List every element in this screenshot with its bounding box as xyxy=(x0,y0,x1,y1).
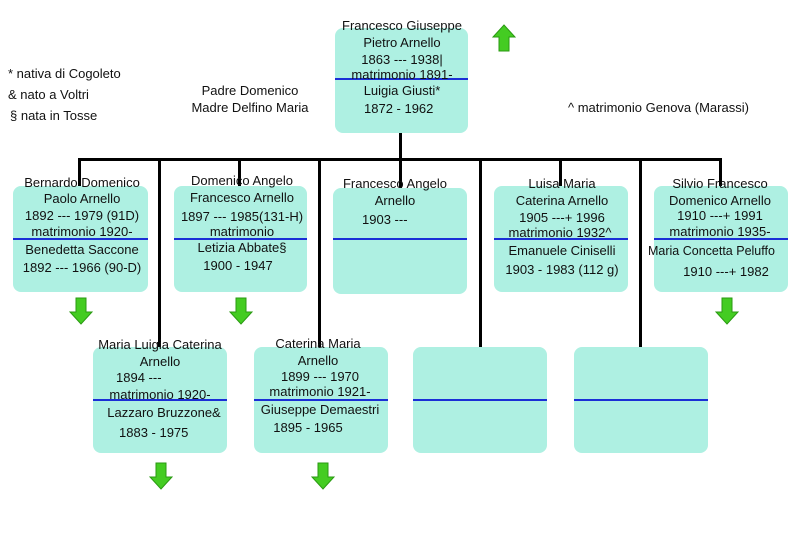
root-marriage: matrimonio 1891- xyxy=(351,67,453,82)
child1-marriage: matrimonio 1920- xyxy=(31,224,133,239)
child6-dates: 1894 --- xyxy=(116,370,162,385)
child4-marriage: matrimonio 1932^ xyxy=(508,225,612,240)
child7-dates: 1899 --- 1970 xyxy=(280,369,360,384)
child6-spouse: Lazzaro Bruzzone& xyxy=(107,405,221,420)
child7-marriage: matrimonio 1921- xyxy=(269,384,371,399)
drop-line-8 xyxy=(639,158,642,348)
child2-marriage: matrimonio xyxy=(209,224,275,239)
child2-name-line1: Domenico Angelo xyxy=(191,173,293,188)
marriage-separator xyxy=(93,399,227,401)
child4-name-line1: Luisa Maria xyxy=(528,176,596,191)
child-box-8[interactable] xyxy=(413,347,547,453)
child2-spouse-dates: 1900 - 1947 xyxy=(203,258,273,273)
child6-name-line2: Arnello xyxy=(139,354,181,369)
child1-name-line1: Bernardo Domenico xyxy=(24,175,140,190)
child1-spouse-dates: 1892 --- 1966 (90-D) xyxy=(22,260,142,275)
child7-name-line1: Caterina Maria xyxy=(275,336,361,351)
child4-dates: 1905 ---+ 1996 xyxy=(519,210,605,225)
child-box-3[interactable] xyxy=(333,188,467,294)
drop-line-4 xyxy=(318,158,321,348)
child5-name-line2: Domenico Arnello xyxy=(669,193,771,208)
child1-name-line2: Paolo Arnello xyxy=(43,191,121,206)
child7-spouse-dates: 1895 - 1965 xyxy=(273,420,343,435)
child6-name-line1: Maria Luigia Caterina xyxy=(98,337,222,352)
child4-spouse: Emanuele Ciniselli xyxy=(508,243,616,258)
marriage-separator xyxy=(335,78,468,80)
child2-dates: 1897 --- 1985(131-H) xyxy=(180,209,304,224)
child-box-5[interactable] xyxy=(654,186,788,292)
legend-item: * nativa di Cogoleto xyxy=(8,66,121,81)
expand-down-arrow-icon[interactable] xyxy=(229,297,253,325)
child-box-7[interactable] xyxy=(254,347,388,453)
marriage-separator xyxy=(254,399,388,401)
child5-spouse-dates: 1910 ---+ 1982 xyxy=(683,264,769,279)
child4-spouse-dates: 1903 - 1983 (112 g) xyxy=(505,262,619,277)
expand-up-arrow-icon[interactable] xyxy=(492,24,516,52)
root-spouse-dates: 1872 - 1962 xyxy=(364,101,434,116)
child6-marriage: matrimonio 1920- xyxy=(109,387,211,402)
marriage-separator xyxy=(13,238,148,240)
child7-spouse: Giuseppe Demaestri xyxy=(260,402,380,417)
child-box-2[interactable] xyxy=(174,186,307,292)
marriage-location-note: ^ matrimonio Genova (Marassi) xyxy=(568,100,749,115)
expand-down-arrow-icon[interactable] xyxy=(69,297,93,325)
parent-mother: Madre Delfino Maria xyxy=(191,100,309,115)
drop-line-2 xyxy=(158,158,161,348)
drop-line-7 xyxy=(559,158,562,186)
child6-spouse-dates: 1883 - 1975 xyxy=(119,425,189,440)
child7-name-line2: Arnello xyxy=(297,353,339,368)
expand-down-arrow-icon[interactable] xyxy=(149,462,173,490)
drop-line-3 xyxy=(238,158,241,186)
child5-marriage: matrimonio 1935- xyxy=(669,224,771,239)
legend-item: § nata in Tosse xyxy=(10,108,98,123)
child5-name-line1: Silvio Francesco xyxy=(672,176,768,191)
child-box-4[interactable] xyxy=(494,186,628,292)
parent-father: Padre Domenico xyxy=(201,83,299,98)
marriage-separator xyxy=(494,238,628,240)
child-box-9[interactable] xyxy=(574,347,708,453)
root-spouse: Luigia Giusti* xyxy=(363,83,441,98)
marriage-separator xyxy=(413,399,547,401)
child4-name-line2: Caterina Arnello xyxy=(515,193,609,208)
legend-item: & nato a Voltri xyxy=(8,87,89,102)
root-dates: 1863 --- 1938| xyxy=(361,52,443,67)
marriage-separator xyxy=(654,238,788,240)
child1-dates: 1892 --- 1979 (91D) xyxy=(24,208,140,223)
child-box-1[interactable] xyxy=(13,186,148,292)
root-name-line2: Pietro Arnello xyxy=(363,35,441,50)
child5-spouse: Maria Concetta Peluffo xyxy=(648,244,775,258)
marriage-separator xyxy=(333,238,467,240)
child3-name-line1: Francesco Angelo xyxy=(342,176,448,191)
child3-dates: 1903 --- xyxy=(362,212,408,227)
marriage-separator xyxy=(174,238,307,240)
child2-spouse: Letizia Abbate§ xyxy=(197,240,287,255)
child2-name-line2: Francesco Arnello xyxy=(189,190,295,205)
marriage-separator xyxy=(574,399,708,401)
expand-down-arrow-icon[interactable] xyxy=(715,297,739,325)
root-person-box[interactable] xyxy=(335,28,468,133)
root-connector xyxy=(399,133,402,161)
child1-spouse: Benedetta Saccone xyxy=(25,242,139,257)
drop-line-6 xyxy=(479,158,482,348)
child-box-6[interactable] xyxy=(93,347,227,453)
drop-line-5 xyxy=(399,158,402,188)
drop-line-1 xyxy=(78,158,81,186)
expand-down-arrow-icon[interactable] xyxy=(311,462,335,490)
drop-line-9 xyxy=(719,158,722,186)
child3-name-line2: Arnello xyxy=(374,193,416,208)
root-name-line1: Francesco Giuseppe xyxy=(342,18,462,33)
child5-dates: 1910 ---+ 1991 xyxy=(677,208,763,223)
